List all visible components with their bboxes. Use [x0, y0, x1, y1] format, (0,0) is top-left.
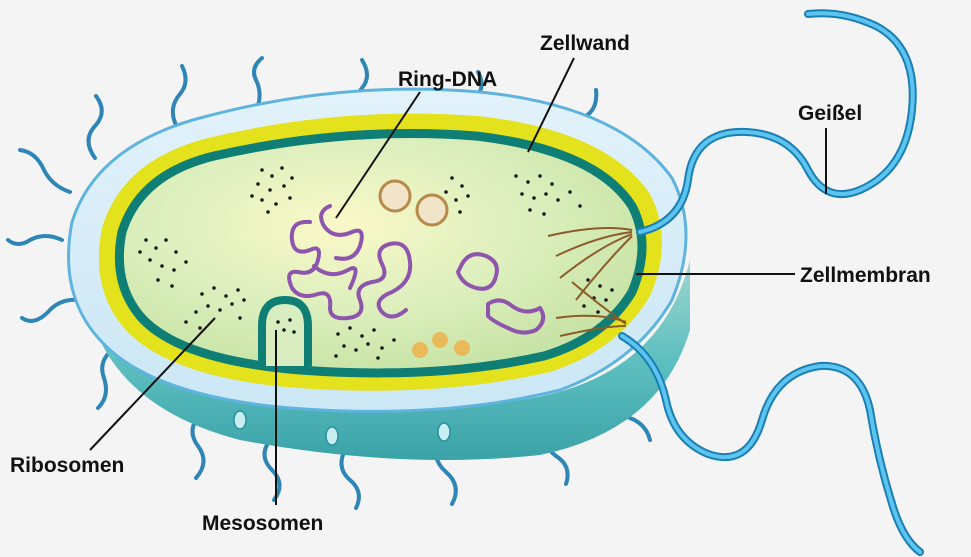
label-ring-dna: Ring-DNA — [398, 68, 497, 91]
label-zellmembran: Zellmembran — [800, 264, 931, 287]
label-zellwand: Zellwand — [540, 32, 630, 55]
mesosome — [262, 300, 308, 366]
label-mesosomen: Mesosomen — [202, 512, 323, 535]
label-ribosomen: Ribosomen — [10, 454, 124, 477]
label-geissel: Geißel — [798, 102, 862, 125]
